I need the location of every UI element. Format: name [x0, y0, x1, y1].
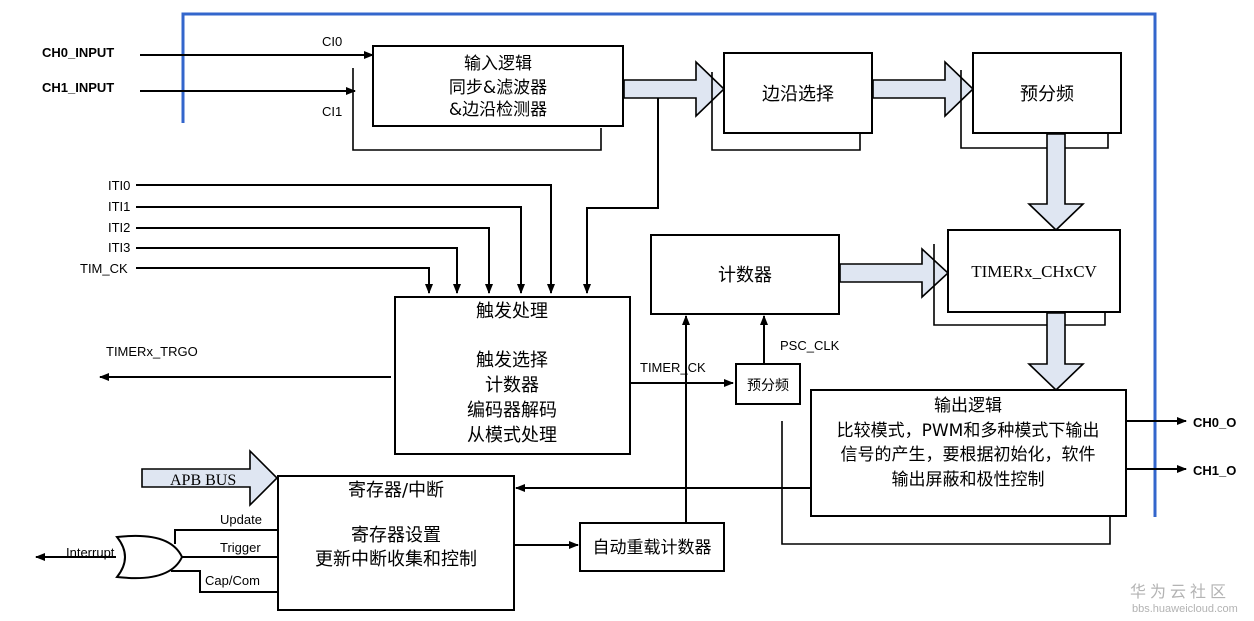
- capcom-line: [171, 570, 278, 593]
- register-title: 寄存器/中断: [348, 480, 444, 501]
- iti2-label: ITI2: [108, 220, 130, 235]
- iti0-label: ITI0: [108, 178, 130, 193]
- channel-frame: [181, 12, 1157, 517]
- iti3-line: [136, 247, 461, 294]
- watermark-title: 华为云社区: [1130, 582, 1230, 601]
- prescaler-top-shadow: [960, 70, 1109, 149]
- trgo-label: TIMERx_TRGO: [106, 344, 198, 359]
- trigger-label: Trigger: [220, 540, 261, 555]
- prescaler-small-block: [735, 363, 801, 405]
- edge-select-shadow: [711, 72, 861, 151]
- output-logic-block: [810, 389, 1127, 517]
- prescaler-small-label: 预分频: [747, 378, 789, 394]
- tim-ck-line: [136, 267, 433, 294]
- iti3-label: ITI3: [108, 240, 130, 255]
- trigger-line-1: 触发选择: [476, 350, 548, 371]
- ch1-input-label: CH1_INPUT: [42, 80, 114, 95]
- ch1-output-label: CH1_O: [1193, 463, 1236, 478]
- update-line: [174, 529, 278, 544]
- edge-select-label: 边沿选择: [762, 84, 834, 105]
- counter-label: 计数器: [718, 265, 772, 286]
- counter-block: [650, 234, 840, 315]
- ci1-label: CI1: [322, 104, 342, 119]
- output-logic-line-3: 信号的产生，要根据初始化，软件: [841, 445, 1096, 465]
- ch0-input-label: CH0_INPUT: [42, 45, 114, 60]
- iti0-line: [136, 184, 555, 294]
- register-line-2: 更新中断收集和控制: [315, 549, 477, 570]
- bus-arrow-counter-to-chxcv: [839, 247, 950, 299]
- interrupt-label: Interrupt: [66, 545, 115, 560]
- tim-ck-label: TIM_CK: [80, 261, 128, 276]
- apb-bus-arrow: [141, 449, 279, 507]
- chxcv-block: [947, 229, 1121, 313]
- ci0-label: CI0: [322, 34, 342, 49]
- chxcv-shadow: [933, 244, 1106, 326]
- trigger-block: [394, 296, 631, 455]
- trigger-line-4: 从模式处理: [467, 425, 557, 446]
- register-block: [277, 475, 515, 611]
- bus-arrow-chxcv-to-output: [1027, 312, 1085, 392]
- output-logic-line-1: 输出逻辑: [934, 396, 1002, 416]
- input-logic-line-1: 输入逻辑: [464, 54, 532, 74]
- timer-ck-label: TIMER_CK: [640, 360, 706, 375]
- apb-bus-label: APB BUS: [170, 472, 236, 489]
- bus-arrow-edge-to-prescaler: [872, 60, 975, 118]
- psc-clk-label: PSC_CLK: [780, 338, 840, 353]
- output-logic-line-4: 输出屏蔽和极性控制: [892, 470, 1045, 490]
- edge-select-block: [723, 52, 873, 134]
- output-logic-shadow: [781, 421, 1111, 545]
- prescaler-top-block: [972, 52, 1122, 134]
- capcom-label: Cap/Com: [205, 573, 260, 588]
- update-label: Update: [220, 512, 262, 527]
- autoreload-block: [579, 522, 725, 572]
- trigger-line-2: 计数器: [485, 375, 539, 396]
- iti2-line: [136, 227, 493, 294]
- edge-to-trigger-line: [583, 98, 659, 294]
- or-gate-icon: [115, 534, 184, 580]
- chxcv-label: TIMERx_CHxCV: [971, 262, 1097, 281]
- bus-arrow-prescaler-to-chxcv: [1027, 133, 1085, 232]
- input-logic-line-2: 同步&滤波器: [449, 78, 547, 98]
- iti1-line: [136, 206, 525, 294]
- input-logic-block: [372, 45, 624, 127]
- input-logic-shadow: [352, 68, 602, 151]
- register-line-1: 寄存器设置: [351, 525, 441, 546]
- bus-arrow-input-to-edge: [623, 60, 726, 118]
- prescaler-top-label: 预分频: [1020, 84, 1074, 105]
- output-logic-line-2: 比较模式，PWM和多种模式下输出: [837, 421, 1100, 441]
- trigger-line-3: 编码器解码: [467, 400, 557, 421]
- input-logic-line-3: &边沿检测器: [449, 100, 547, 120]
- ch0-output-label: CH0_O: [1193, 415, 1236, 430]
- autoreload-label: 自动重载计数器: [593, 538, 712, 558]
- trigger-title: 触发处理: [476, 301, 548, 322]
- iti1-label: ITI1: [108, 199, 130, 214]
- watermark-url: bbs.huaweicloud.com: [1132, 603, 1238, 615]
